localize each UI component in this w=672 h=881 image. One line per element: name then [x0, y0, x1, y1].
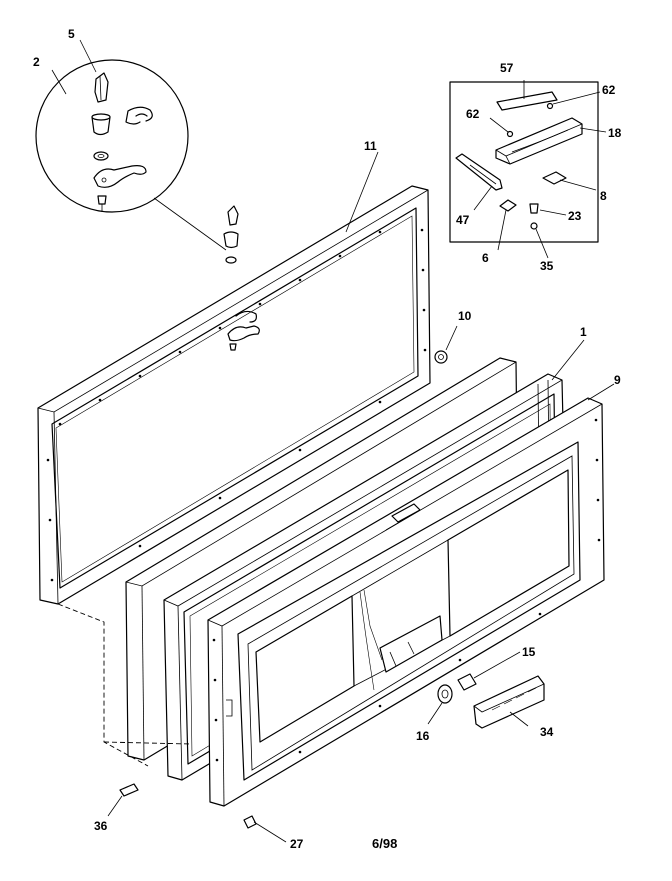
callout-18: 18 [608, 126, 622, 140]
callout-6: 6 [482, 251, 489, 265]
liner-screw-dots [212, 418, 601, 762]
callout-62-left: 62 [466, 107, 480, 121]
revision-date: 6/98 [372, 836, 397, 851]
lid-screw-dots [46, 228, 427, 582]
callout-34: 34 [540, 725, 554, 739]
part-16-knob [427, 684, 453, 725]
callout-27: 27 [290, 837, 304, 851]
callout-10: 10 [458, 309, 472, 323]
callout-36: 36 [94, 819, 108, 833]
callout-57: 57 [500, 61, 514, 75]
part-10-knob [434, 325, 458, 364]
callout-1: 1 [580, 325, 587, 339]
latch-detail-box [449, 80, 607, 259]
callout-11: 11 [364, 139, 377, 153]
part-36-clip [107, 783, 139, 817]
callout-2: 2 [33, 55, 40, 69]
callout-16: 16 [416, 729, 430, 743]
main-leaders [51, 39, 615, 401]
callout-15: 15 [522, 645, 536, 659]
part-27-screw [243, 815, 287, 843]
callout-labels: 2 5 11 57 62 62 18 8 47 23 6 35 10 1 9 1… [33, 27, 622, 851]
hinge-detail-circle [35, 59, 227, 251]
callout-9: 9 [614, 373, 621, 387]
outer-lid-panel [37, 185, 431, 605]
part-15-sensor [457, 651, 521, 691]
callout-35: 35 [540, 259, 554, 273]
callout-23: 23 [568, 209, 582, 223]
callout-47: 47 [456, 213, 470, 227]
callout-5: 5 [68, 27, 75, 41]
callout-8: 8 [600, 189, 607, 203]
callout-62-right: 62 [602, 83, 616, 97]
inner-door-liner [207, 397, 605, 807]
hidden-outline-lines [57, 603, 191, 767]
part-34-control-panel [473, 675, 545, 729]
